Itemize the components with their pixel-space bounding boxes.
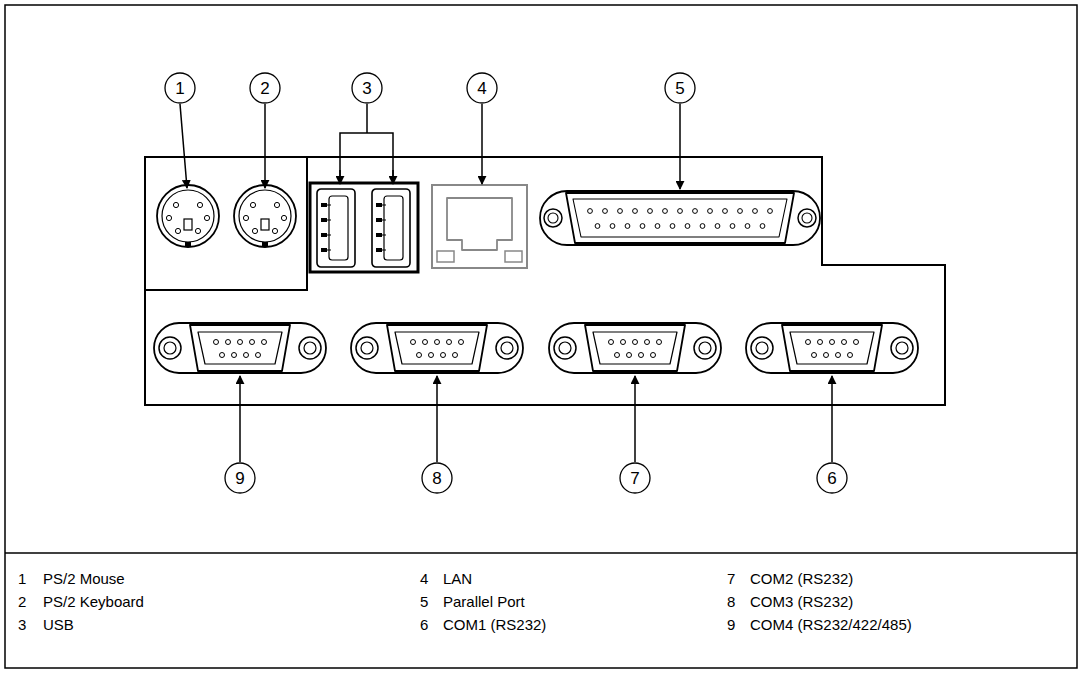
pin bbox=[753, 209, 758, 214]
table-divider bbox=[5, 552, 1077, 554]
pin bbox=[768, 209, 773, 214]
legend-number: 2 bbox=[18, 594, 26, 609]
legend-number: 7 bbox=[727, 571, 735, 586]
usb-frame bbox=[310, 183, 418, 272]
frame bbox=[5, 5, 1077, 668]
pin bbox=[678, 209, 683, 214]
legend-text: PS/2 Mouse bbox=[43, 571, 125, 586]
pin bbox=[588, 209, 593, 214]
legend-number: 4 bbox=[420, 571, 428, 586]
legend-text: LAN bbox=[443, 571, 472, 586]
callout-circles bbox=[165, 73, 847, 493]
pin bbox=[738, 209, 743, 214]
callout-number: 3 bbox=[362, 80, 371, 97]
callout-number: 8 bbox=[432, 470, 441, 487]
pin bbox=[760, 224, 765, 229]
pin bbox=[603, 209, 608, 214]
pin bbox=[655, 224, 660, 229]
pin bbox=[663, 209, 668, 214]
callout-number: 9 bbox=[235, 470, 244, 487]
com2-port bbox=[549, 323, 721, 373]
leader-lines bbox=[180, 104, 832, 462]
legend-text: COM4 (RS232/422/485) bbox=[750, 617, 912, 632]
pin bbox=[708, 209, 713, 214]
pin bbox=[625, 224, 630, 229]
legend-number: 9 bbox=[727, 617, 735, 632]
usb-port bbox=[317, 189, 355, 267]
pin bbox=[595, 224, 600, 229]
callout-number: 6 bbox=[827, 470, 836, 487]
legend-number: 6 bbox=[420, 617, 428, 632]
ps2-keyboard-port bbox=[234, 185, 296, 247]
pin bbox=[618, 209, 623, 214]
pin bbox=[610, 224, 615, 229]
parallel-port bbox=[540, 191, 820, 245]
callout-number: 1 bbox=[175, 80, 184, 97]
pin bbox=[640, 224, 645, 229]
legend-text: COM3 (RS232) bbox=[750, 594, 853, 609]
com1-port bbox=[746, 323, 918, 373]
legend-number: 3 bbox=[18, 617, 26, 632]
pin bbox=[715, 224, 720, 229]
pin bbox=[693, 209, 698, 214]
pin bbox=[648, 209, 653, 214]
legend-number: 1 bbox=[18, 571, 26, 586]
panel-outline bbox=[145, 157, 945, 405]
ps2-area bbox=[145, 157, 307, 290]
callout-number: 4 bbox=[477, 80, 486, 97]
pin bbox=[723, 209, 728, 214]
pin bbox=[670, 224, 675, 229]
legend-text: USB bbox=[43, 617, 74, 632]
pin bbox=[700, 224, 705, 229]
pin bbox=[745, 224, 750, 229]
lan-port bbox=[432, 185, 527, 268]
legend-text: COM1 (RS232) bbox=[443, 617, 546, 632]
legend-number: 5 bbox=[420, 594, 428, 609]
callout-number: 7 bbox=[630, 470, 639, 487]
pin bbox=[685, 224, 690, 229]
com3-port bbox=[351, 323, 523, 373]
legend-text: COM2 (RS232) bbox=[750, 571, 853, 586]
callout-number: 2 bbox=[260, 80, 269, 97]
callout-number: 5 bbox=[675, 80, 684, 97]
com4-port bbox=[154, 323, 326, 373]
ps2-mouse-port bbox=[157, 185, 219, 247]
pin bbox=[730, 224, 735, 229]
legend-text: PS/2 Keyboard bbox=[43, 594, 144, 609]
pin bbox=[633, 209, 638, 214]
legend-number: 8 bbox=[727, 594, 735, 609]
legend-text: Parallel Port bbox=[443, 594, 525, 609]
usb-port bbox=[372, 189, 410, 267]
